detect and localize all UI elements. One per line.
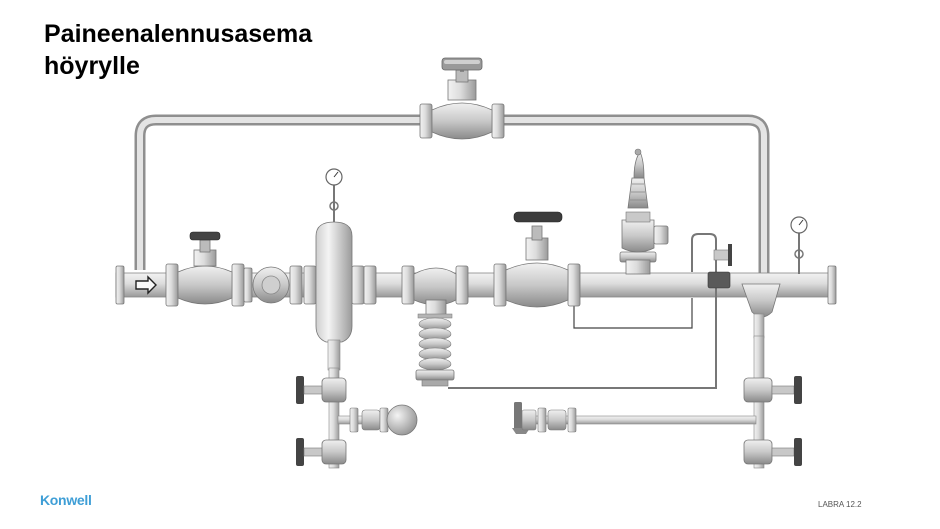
bypass-globe-valve [419,57,505,140]
page-reference: LABRA 12.2 [818,500,862,509]
title-line-2: höyrylle [44,52,140,80]
steam-trap-icon [386,404,418,436]
separator-vessel [303,221,365,371]
slide-title: Paineenalennusasema höyrylle [44,18,312,82]
inlet-flow-arrow [135,275,157,295]
safety-valve [619,148,669,275]
outlet-pressure-gauge [790,216,808,274]
bypass-handwheel-icon [444,60,480,64]
inlet-handwheel-icon [189,231,221,241]
safety-valve-spring-icon [627,177,649,209]
brand-logo: Konwell [40,492,92,508]
pressure-reducing-valve [363,265,469,387]
outlet-vent-valve [707,244,732,289]
bypass-pipe [134,114,770,282]
outlet-handwheel-icon [513,211,563,223]
outlet-globe-valve [493,211,581,308]
condensate-line [512,402,757,434]
separator-drain-valves [296,367,347,469]
outlet-gauge-icon [790,216,808,234]
steam-trap [337,404,418,436]
condensate-trap-icon [512,402,537,434]
outlet-separator [741,283,781,339]
sensing-line [448,233,717,389]
inlet-pressure-gauge [325,168,343,226]
strainer [243,265,303,305]
prv-spring-icon [417,313,453,371]
outlet-drain-valves [743,335,802,469]
title-line-1: Paineenalennusasema [44,20,313,48]
inlet-gauge-icon [325,168,343,186]
inlet-globe-valve [165,231,245,307]
